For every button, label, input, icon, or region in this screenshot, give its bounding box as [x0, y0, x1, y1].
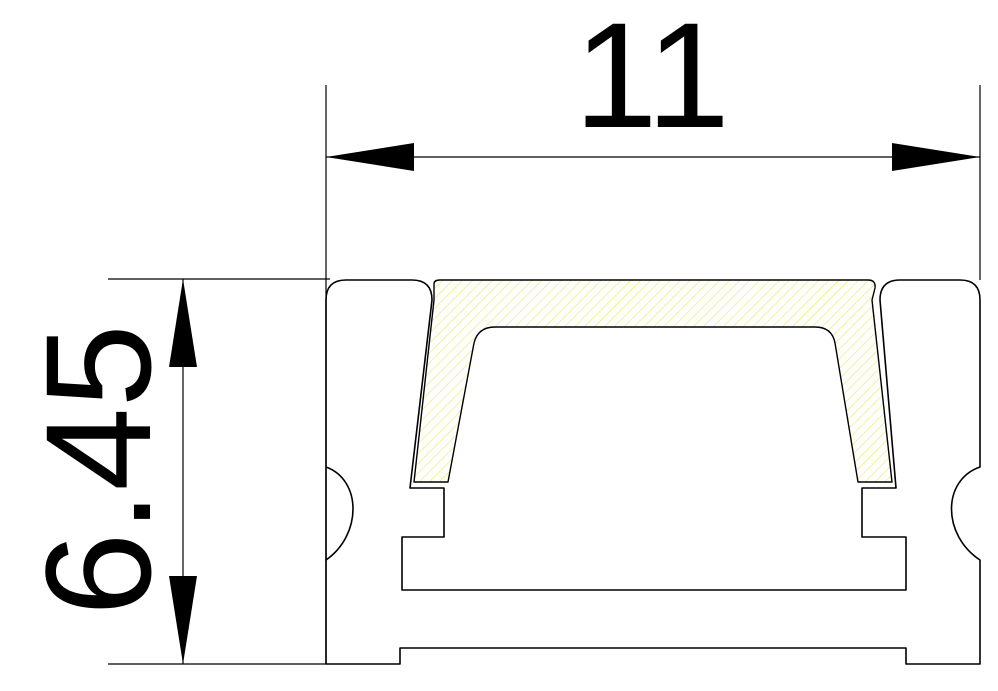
profile-body: [325, 279, 981, 665]
height-arrow-top: [169, 279, 197, 367]
height-dimension: 6.45: [14, 278, 330, 665]
diffuser-cover: [413, 279, 893, 483]
width-arrow-right: [892, 143, 980, 171]
width-arrow-left: [326, 143, 414, 171]
diffuser-cover-fill: [413, 279, 893, 483]
height-arrow-bottom: [169, 576, 197, 664]
profile-outer-outline: [325, 279, 981, 665]
width-dimension: 11: [325, 0, 981, 664]
height-dimension-label: 6.45: [14, 324, 182, 616]
width-dimension-label: 11: [574, 0, 730, 159]
